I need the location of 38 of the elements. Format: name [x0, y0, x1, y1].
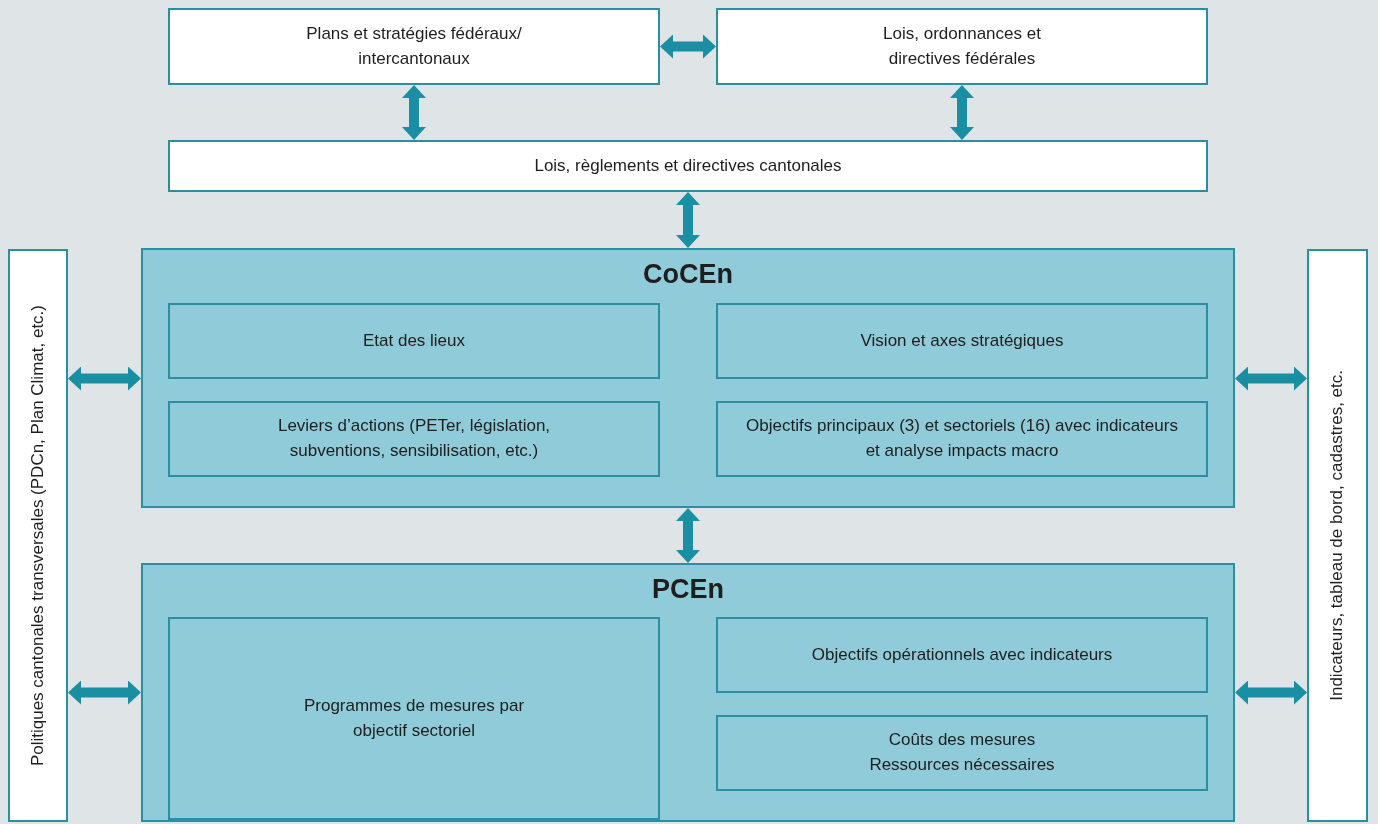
process-box: [168, 303, 660, 379]
box-label: Programmes de mesures par objectif sectoriel: [302, 694, 526, 742]
double-arrow: [676, 508, 700, 563]
box-label: Politiques cantonales transversales (PDCn, Plan Climat, etc.): [26, 304, 48, 767]
process-box: [716, 303, 1208, 379]
process-box: [716, 617, 1208, 693]
box-label: Lois, règlements et directives cantonales: [533, 154, 843, 177]
box-label: Etat des lieux: [361, 329, 467, 352]
box-label: Leviers d’actions (PETer, législation, subventions, sensibilisation, etc.): [276, 415, 552, 462]
double-arrow: [402, 85, 426, 140]
box-label: Objectifs opérationnels avec indicateurs: [810, 643, 1114, 666]
box-label: Lois, ordonnances et directives fédérales: [882, 22, 1042, 70]
process-box: [168, 8, 660, 85]
box-label: Ressources nécessaires: [868, 754, 1056, 776]
box-label: Vision et axes stratégiques: [859, 329, 1065, 352]
panel-title: PCEn: [651, 573, 725, 606]
double-arrow: [950, 85, 974, 140]
double-arrow: [68, 366, 141, 391]
process-box: [168, 401, 660, 477]
group-panel: [141, 248, 1235, 508]
process-box: [716, 8, 1208, 85]
group-panel: [141, 563, 1235, 822]
double-arrow: [676, 192, 700, 248]
side-panel: [1307, 249, 1368, 822]
double-arrow: [1235, 680, 1307, 705]
process-box: [168, 140, 1208, 192]
side-panel: [8, 249, 68, 822]
box-label: Indicateurs, tableau de bord, cadastres, etc.: [1326, 370, 1348, 701]
process-box: [716, 401, 1208, 477]
box-label: Objectifs principaux (3) et sectoriels (16) avec indicateurs et analyse impacts macro: [745, 415, 1179, 462]
double-arrow: [68, 680, 141, 705]
box-label: Plans et stratégies fédéraux/ intercantonaux: [305, 22, 523, 70]
box-label: Coûts des mesures: [887, 729, 1037, 752]
process-box: [168, 617, 660, 820]
double-arrow: [1235, 366, 1307, 391]
panel-title: CoCEn: [642, 258, 734, 291]
double-arrow: [660, 34, 716, 59]
process-box: [716, 715, 1208, 791]
